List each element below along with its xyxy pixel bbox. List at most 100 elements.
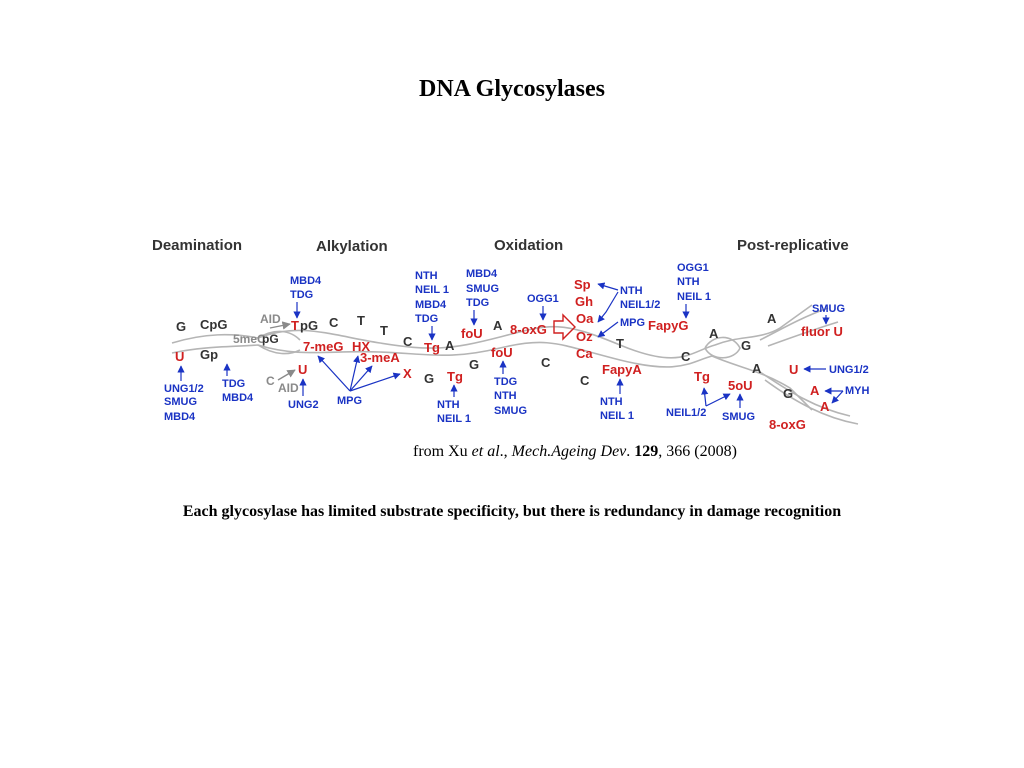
- aid-arrow-top: [269, 321, 291, 330]
- enzyme-label: TDG: [290, 289, 313, 301]
- dna-bubble-left-top: [257, 330, 301, 341]
- enzyme-arrows: [177, 282, 844, 408]
- enzyme-label: SMUG: [466, 283, 499, 295]
- enzyme-label: TDG: [494, 376, 517, 388]
- enzyme-label: MPG: [337, 395, 362, 407]
- lesion-tg: Tg: [424, 340, 440, 355]
- lesion-ca: Ca: [576, 346, 593, 361]
- enzyme-label: SMUG: [812, 303, 845, 315]
- dna-bubble-left-bottom: [257, 344, 301, 355]
- base-c: C: [329, 315, 339, 330]
- enzyme-label: NTH: [620, 285, 643, 297]
- enzyme-label: NEIL1/2: [620, 299, 660, 311]
- lesion-fluor-u: fluor U: [801, 324, 843, 339]
- enzyme-label: NTH: [437, 399, 460, 411]
- enzyme-label: SMUG: [494, 405, 527, 417]
- enzyme-arrow: [349, 372, 401, 392]
- base-gp: Gp: [200, 347, 218, 362]
- citation-rest: , 366 (2008): [658, 443, 737, 460]
- lesion-a: A: [810, 383, 820, 398]
- enzyme-label: SMUG: [164, 396, 197, 408]
- enzyme-label: NTH: [494, 390, 517, 402]
- slide-caption: Each glycosylase has limited substrate s…: [182, 503, 842, 520]
- citation-prefix: from Xu: [413, 443, 472, 460]
- base-t: T: [616, 336, 624, 351]
- oxidation-conversion-arrow: [553, 313, 576, 341]
- enzyme-label: TDG: [415, 313, 438, 325]
- base-a: A: [767, 311, 777, 326]
- base-c: C: [403, 334, 413, 349]
- aid-label: AID: [260, 312, 281, 326]
- dna-strands: [171, 304, 859, 425]
- citation-sep: .,: [499, 443, 508, 460]
- lesion-oz: Oz: [576, 329, 593, 344]
- enzyme-label: UNG1/2: [829, 364, 869, 376]
- base-t: T: [357, 313, 365, 328]
- fivemec-label: 5meC: [233, 332, 266, 346]
- slide-title: DNA Glycosylases: [419, 76, 605, 102]
- enzyme-label: NTH: [677, 276, 700, 288]
- dna-fork-upper-a: [759, 307, 829, 341]
- gray-labels: AID AID 5meC C: [233, 312, 299, 395]
- enzyme-label: MBD4: [222, 392, 254, 404]
- lesion-tg: Tg: [694, 369, 710, 384]
- enzyme-arrow: [349, 355, 361, 392]
- dna-bubble-right: [704, 336, 741, 359]
- enzyme-label: SMUG: [722, 411, 755, 423]
- enzyme-label: NEIL1/2: [666, 407, 706, 419]
- enzyme-label: NEIL 1: [600, 410, 634, 422]
- base-cpg: CpG: [200, 317, 227, 332]
- lesion-t: T: [291, 318, 299, 333]
- base-c-gray: C: [266, 374, 275, 388]
- lesion-x: X: [403, 366, 412, 381]
- enzyme-label: NEIL 1: [677, 291, 711, 303]
- lesion-7-meg: 7-meG: [303, 339, 343, 354]
- enzyme-label: NTH: [600, 396, 623, 408]
- enzyme-label: OGG1: [527, 293, 559, 305]
- lesion-5ou: 5oU: [728, 378, 753, 393]
- base-a: A: [493, 318, 503, 333]
- lesion-fapyg: FapyG: [648, 318, 688, 333]
- lesion-fou: foU: [461, 326, 483, 341]
- normal-bases: G CpG Gp C T T C A G G A C T C C A G A A…: [176, 311, 793, 401]
- enzyme-label: OGG1: [677, 262, 709, 274]
- enzyme-arrow: [701, 387, 709, 407]
- enzyme-arrow: [597, 291, 619, 323]
- dna-glycosylase-diagram: Deamination Alkylation Oxidation Post-re…: [152, 237, 870, 432]
- lesion-hx: HX: [352, 339, 370, 354]
- base-g: G: [741, 338, 751, 353]
- base-g: G: [424, 371, 434, 386]
- lesion-fapya: FapyA: [602, 362, 642, 377]
- pg-mid-label: pG: [262, 332, 279, 346]
- enzymes: UNG1/2 SMUG MBD4 TDG MBD4 MBD4 TDG UNG2 …: [164, 262, 870, 425]
- lesion-a: A: [820, 399, 830, 414]
- lesion-8-oxg: 8-oxG: [769, 417, 806, 432]
- citation-etal: et al: [471, 443, 500, 460]
- enzyme-label: MPG: [620, 317, 645, 329]
- enzyme-label: NEIL 1: [437, 413, 471, 425]
- base-a: A: [752, 361, 762, 376]
- base-a: A: [445, 338, 455, 353]
- lesion-tg: Tg: [447, 369, 463, 384]
- lesion-u: U: [789, 362, 798, 377]
- enzyme-label: UNG1/2: [164, 383, 204, 395]
- citation-journal: Mech.Ageing Dev: [511, 443, 627, 460]
- enzyme-label: NEIL 1: [415, 284, 449, 296]
- enzyme-arrow: [349, 365, 373, 392]
- enzyme-label: TDG: [222, 378, 245, 390]
- base-c: C: [681, 349, 691, 364]
- lesion-8-oxg: 8-oxG: [510, 322, 547, 337]
- base-g: G: [176, 319, 186, 334]
- lesion-3-mea: 3-meA: [360, 350, 400, 365]
- lesions: U T pG U 7-meG HX 3-meA X Tg Tg foU foU …: [175, 277, 843, 432]
- enzyme-label: TDG: [466, 297, 489, 309]
- tpg-pg: pG: [300, 318, 318, 333]
- dna-fork-lower-b: [764, 379, 859, 425]
- base-c: C: [580, 373, 590, 388]
- dna-fork-lower-a: [759, 371, 851, 417]
- aid-arrow-bottom: [277, 369, 296, 381]
- enzyme-arrow: [831, 390, 844, 404]
- heading-alkylation: Alkylation: [316, 238, 388, 255]
- base-g: G: [469, 357, 479, 372]
- enzyme-label: MBD4: [466, 268, 498, 280]
